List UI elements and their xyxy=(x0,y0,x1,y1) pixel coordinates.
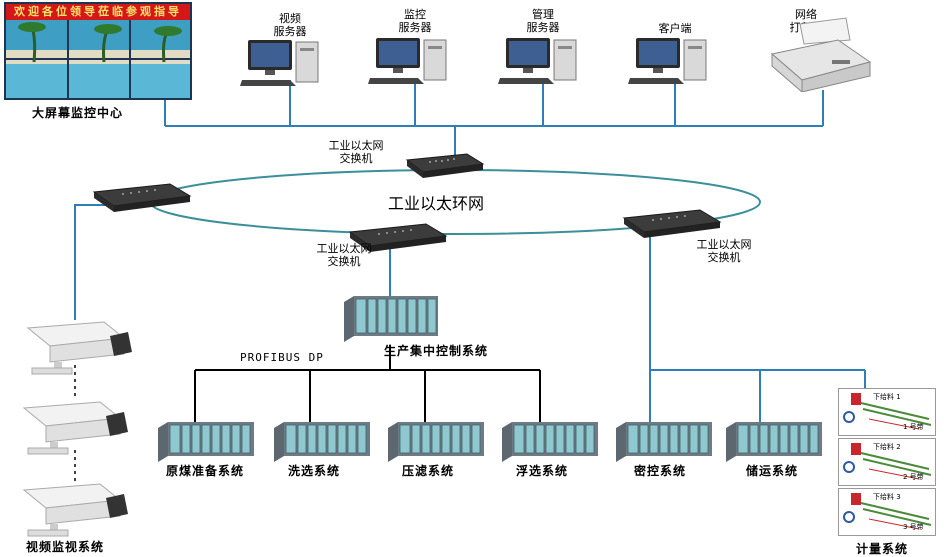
central-plc-label: 生产集中控制系统 xyxy=(384,344,489,358)
subsystem-label: 洗选系统 xyxy=(288,464,341,478)
subsystem-plc-rack xyxy=(158,422,254,462)
belt-scale-icon xyxy=(843,393,932,430)
client-computer xyxy=(628,38,707,84)
camera-1-icon xyxy=(26,321,132,375)
top-backbone xyxy=(164,80,824,158)
subsystem-plc-rack xyxy=(616,422,712,462)
subsystem-label: 密控系统 xyxy=(634,464,687,478)
video-link xyxy=(74,204,120,320)
subsystem-label: 浮选系统 xyxy=(516,464,569,478)
management-server-computer xyxy=(498,38,577,84)
metering-system-label: 计量系统 xyxy=(856,542,909,556)
metering-belt: 1 号带 xyxy=(903,423,924,431)
switch-center-label: 工业以太网交换机 xyxy=(316,242,372,268)
metering-panel: 下给料 3 3 号带 xyxy=(838,488,936,536)
central-plc-rack xyxy=(344,296,438,342)
metering-panel: 下给料 1 1 号带 xyxy=(838,388,936,436)
metering-tag: 下给料 3 xyxy=(873,493,901,501)
metering-belt: 2 号带 xyxy=(903,473,924,481)
management-server-label: 管理服务器 xyxy=(526,8,560,34)
metering-tag: 下给料 2 xyxy=(873,443,901,451)
switch-right-label: 工业以太网交换机 xyxy=(696,238,752,264)
subsystem-label: 原煤准备系统 xyxy=(166,464,245,478)
subsystem-label: 储运系统 xyxy=(746,464,799,478)
ethernet-switch-left-icon xyxy=(92,183,192,212)
subsystem-label: 压滤系统 xyxy=(402,464,455,478)
profibus-bus xyxy=(194,345,541,428)
subsystem-plc-rack xyxy=(274,422,370,462)
monitor-server-label: 监控服务器 xyxy=(398,8,432,34)
video-system-label: 视频监视系统 xyxy=(26,540,105,554)
ring-label: 工业以太环网 xyxy=(388,194,485,213)
client-label: 客户端 xyxy=(658,22,692,35)
video-wall: 欢迎各位领导莅临参观指导 xyxy=(4,2,192,100)
subsystem-plc-rack xyxy=(388,422,484,462)
video-server-computer xyxy=(240,40,319,86)
metering-panel: 下给料 2 2 号带 xyxy=(838,438,936,486)
camera-3-icon xyxy=(22,483,128,537)
belt-scale-icon xyxy=(843,443,932,480)
network-printer-icon xyxy=(770,17,872,92)
profibus-label: PROFIBUS DP xyxy=(240,351,324,364)
ethernet-switch-center-icon xyxy=(348,223,448,252)
ethernet-switch-right-icon xyxy=(622,209,722,238)
video-wall-banner: 欢迎各位领导莅临参观指导 xyxy=(14,5,182,18)
video-server-label: 视频服务器 xyxy=(273,12,307,38)
ethernet-switch-top-icon xyxy=(405,153,485,178)
subsystem-plc-rack xyxy=(502,422,598,462)
video-wall-screen xyxy=(4,2,192,100)
subsystem-plc-rack xyxy=(726,422,822,462)
belt-scale-icon xyxy=(843,493,932,530)
metering-tag: 下给料 1 xyxy=(873,393,901,401)
switch-top-label: 工业以太网交换机 xyxy=(328,139,384,165)
video-wall-label: 大屏幕监控中心 xyxy=(32,106,124,120)
metering-belt: 3 号带 xyxy=(903,523,924,531)
camera-2-icon xyxy=(22,401,128,455)
monitor-server-computer xyxy=(368,38,447,84)
